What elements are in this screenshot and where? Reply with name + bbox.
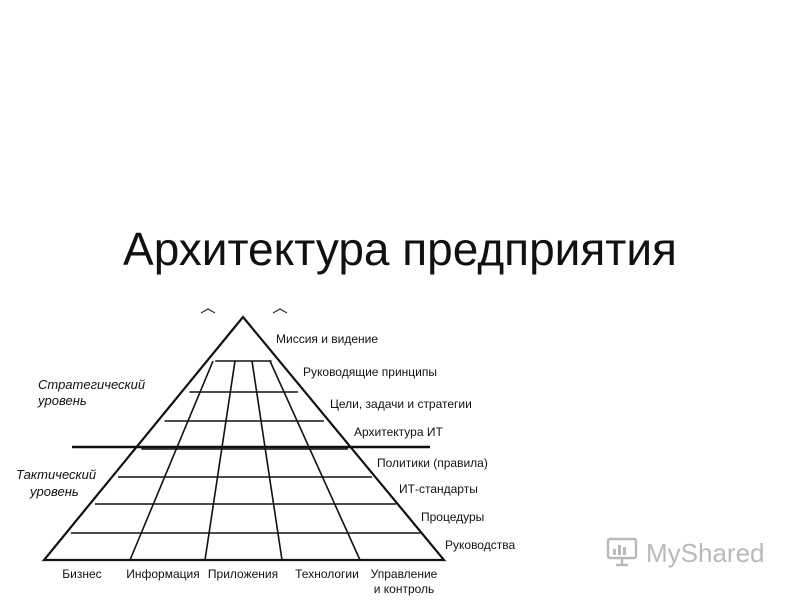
column-label-line2: и контроль <box>374 582 435 596</box>
column-label: Приложения <box>208 567 278 581</box>
level-labels: Стратегический уровень Тактический урове… <box>16 377 145 499</box>
column-line <box>129 360 214 561</box>
column-label: Информация <box>126 567 199 581</box>
watermark: MyShared <box>606 536 765 570</box>
row-label: Руководства <box>445 538 515 552</box>
pyramid-column-labels: Бизнес Информация Приложения Технологии … <box>62 567 437 596</box>
watermark-text: MyShared <box>646 537 765 568</box>
caret-mark-right <box>272 308 288 314</box>
pyramid-row-labels: Миссия и видение Руководящие принципы Це… <box>276 332 515 552</box>
myshared-logo-icon <box>606 534 640 573</box>
strategic-level-label-line2: уровень <box>37 393 87 408</box>
caret-mark-left <box>200 308 216 314</box>
column-label: Бизнес <box>62 567 101 581</box>
tactical-level-label-line2: уровень <box>29 484 79 499</box>
pyramid-row-lines <box>70 360 421 534</box>
strategic-level-label: Стратегический <box>38 377 145 392</box>
row-label: Миссия и видение <box>276 332 378 346</box>
row-label: Цели, задачи и стратегии <box>330 397 472 411</box>
row-label: Политики (правила) <box>377 456 488 470</box>
column-label: Технологии <box>295 567 359 581</box>
column-label: Управление <box>371 567 438 581</box>
column-line <box>204 360 236 561</box>
row-label: Архитектура ИТ <box>354 425 443 439</box>
slide-title: Архитектура предприятия <box>123 223 677 275</box>
row-label: ИТ-стандарты <box>399 482 478 496</box>
column-line <box>251 360 283 561</box>
pyramid-column-lines <box>129 360 361 561</box>
pyramid-outline <box>41 315 447 562</box>
row-label: Руководящие принципы <box>303 365 437 379</box>
tactical-level-label: Тактический <box>16 467 96 482</box>
column-line <box>269 360 361 561</box>
row-label: Процедуры <box>421 510 484 524</box>
